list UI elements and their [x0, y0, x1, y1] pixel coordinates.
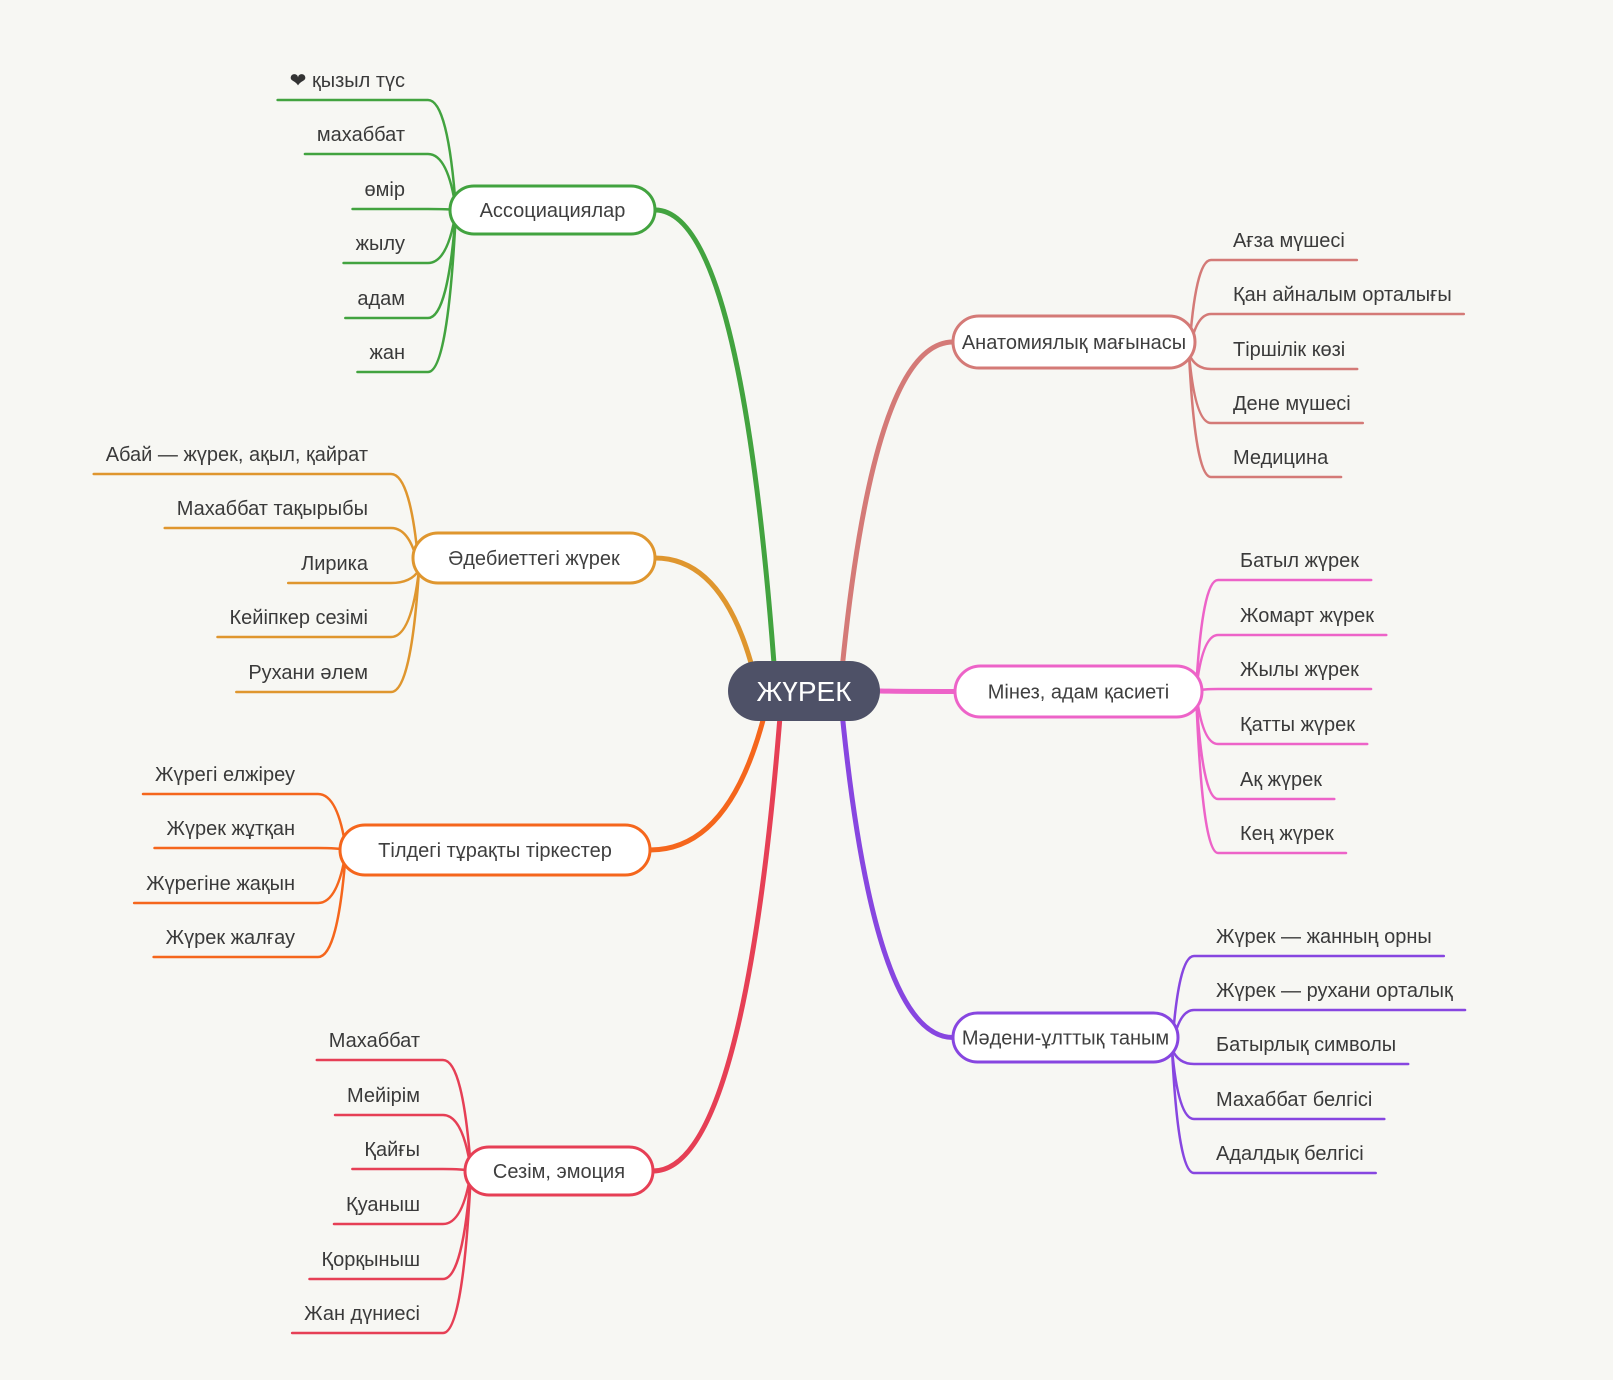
- leaf-link-tildegi-tirkester-3: [152, 848, 348, 959]
- leaf-adebiettegi-zhurek-1[interactable]: Махаббат тақырыбы: [177, 498, 368, 520]
- leaf-link-associacialar-5: [356, 208, 458, 374]
- node-label-associacialar: Ассоциациялар: [480, 200, 626, 222]
- root-label: ЖҮРЕК: [756, 676, 852, 707]
- leaf-minez-adam-qasieti-5[interactable]: Кең жүрек: [1240, 823, 1334, 845]
- node-label-sezim-emocia: Сезім, эмоция: [493, 1161, 625, 1183]
- leaf-anatomialyq-magynasy-1[interactable]: Қан айналым орталығы: [1233, 284, 1452, 306]
- leaf-sezim-emocia-4[interactable]: Қорқыныш: [322, 1249, 421, 1271]
- branch-link-adebiettegi-zhurek: [652, 555, 761, 694]
- leaf-adebiettegi-zhurek-0[interactable]: Абай — жүрек, ақыл, қайрат: [106, 444, 368, 466]
- branch-link-minez-adam-qasieti: [877, 688, 958, 694]
- leaf-associacialar-1[interactable]: махаббат: [317, 124, 405, 146]
- leaf-tildegi-tirkester-2[interactable]: Жүрегіне жақын: [146, 873, 295, 895]
- leaf-link-sezim-emocia-5: [290, 1169, 473, 1335]
- node-sezim-emocia[interactable]: [463, 1145, 655, 1197]
- leaf-adebiettegi-zhurek-3[interactable]: Кейіпкер сезімі: [230, 607, 369, 629]
- leaf-anatomialyq-magynasy-2[interactable]: Тіршілік көзі: [1233, 339, 1345, 361]
- node-anatomialyq-magynasy[interactable]: [951, 314, 1197, 370]
- leaf-tildegi-tirkester-1[interactable]: Жүрек жұтқан: [167, 818, 295, 840]
- leaf-link-adebiettegi-zhurek-4: [235, 568, 421, 694]
- leaf-minez-adam-qasieti-0[interactable]: Батыл жүрек: [1240, 550, 1359, 572]
- node-label-anatomialyq-magynasy: Анатомиялық мағынасы: [962, 332, 1186, 354]
- leaf-tildegi-tirkester-3[interactable]: Жүрек жалғау: [166, 927, 295, 949]
- leaf-sezim-emocia-0[interactable]: Махаббат: [329, 1030, 420, 1052]
- leaf-sezim-emocia-3[interactable]: Қуаныш: [346, 1194, 420, 1216]
- leaf-madeni-ulttyq-tanym-1[interactable]: Жүрек — рухани орталық: [1216, 980, 1453, 1002]
- leaf-associacialar-3[interactable]: жылу: [356, 233, 405, 255]
- node-associacialar[interactable]: [448, 184, 657, 236]
- leaf-link-associacialar-2: [351, 207, 458, 212]
- leaf-minez-adam-qasieti-4[interactable]: Ақ жүрек: [1240, 769, 1322, 791]
- leaf-adebiettegi-zhurek-4[interactable]: Рухани әлем: [248, 662, 368, 684]
- leaf-link-associacialar-0: [276, 98, 458, 212]
- leaf-sezim-emocia-2[interactable]: Қайғы: [364, 1139, 420, 1161]
- node-label-tildegi-tirkester: Тілдегі тұрақты тіркестер: [378, 840, 612, 862]
- leaf-adebiettegi-zhurek-2[interactable]: Лирика: [301, 553, 369, 575]
- leaf-anatomialyq-magynasy-0[interactable]: Ағза мүшесі: [1233, 230, 1345, 252]
- node-label-adebiettegi-zhurek: Әдебиеттегі жүрек: [448, 548, 620, 570]
- leaf-minez-adam-qasieti-3[interactable]: Қатты жүрек: [1240, 714, 1355, 736]
- leaf-tildegi-tirkester-0[interactable]: Жүрегі елжіреу: [155, 764, 295, 786]
- node-minez-adam-qasieti[interactable]: [953, 664, 1204, 719]
- branch-link-tildegi-tirkester: [647, 688, 773, 853]
- branch-link-associacialar: [652, 207, 779, 694]
- leaf-madeni-ulttyq-tanym-0[interactable]: Жүрек — жанның орны: [1216, 926, 1432, 948]
- node-adebiettegi-zhurek[interactable]: [411, 531, 657, 585]
- leaf-anatomialyq-magynasy-3[interactable]: Дене мүшесі: [1233, 393, 1351, 415]
- leaf-link-sezim-emocia-0: [315, 1058, 473, 1173]
- leaf-associacialar-5[interactable]: жан: [369, 342, 405, 364]
- leaf-associacialar-2[interactable]: өмір: [365, 179, 405, 201]
- leaf-sezim-emocia-1[interactable]: Мейірім: [347, 1085, 420, 1107]
- node-root[interactable]: [728, 661, 880, 721]
- leaf-link-minez-adam-qasieti-0: [1194, 578, 1373, 693]
- leaf-label-text: қызыл түс: [312, 70, 405, 92]
- links-layer: [647, 207, 958, 1174]
- branch-link-madeni-ulttyq-tanym: [837, 688, 956, 1040]
- leaf-minez-adam-qasieti-1[interactable]: Жомарт жүрек: [1240, 605, 1374, 627]
- leaf-madeni-ulttyq-tanym-4[interactable]: Адалдық белгісі: [1216, 1143, 1364, 1165]
- leaf-link-minez-adam-qasieti-5: [1194, 689, 1348, 855]
- leaf-sezim-emocia-5[interactable]: Жан дүниесі: [304, 1303, 420, 1325]
- branch-link-sezim-emocia: [650, 688, 785, 1174]
- node-tildegi-tirkester[interactable]: [338, 823, 652, 877]
- node-label-minez-adam-qasieti: Мінез, адам қасиеті: [988, 682, 1169, 704]
- leaf-link-anatomialyq-magynasy-4: [1187, 352, 1343, 479]
- node-madeni-ulttyq-tanym[interactable]: [951, 1011, 1180, 1064]
- node-label-madeni-ulttyq-tanym: Мәдени-ұлттық таным: [962, 1028, 1169, 1050]
- leaf-associacialar-0[interactable]: ❤ қызыл түс: [290, 70, 405, 92]
- leaf-madeni-ulttyq-tanym-3[interactable]: Махаббат белгісі: [1216, 1089, 1372, 1111]
- branch-link-anatomialyq-magynasy: [837, 339, 956, 694]
- leaf-anatomialyq-magynasy-4[interactable]: Медицина: [1233, 447, 1329, 469]
- leaf-minez-adam-qasieti-2[interactable]: Жылы жүрек: [1240, 659, 1359, 681]
- heart-icon: ❤: [290, 70, 312, 92]
- leaf-madeni-ulttyq-tanym-2[interactable]: Батырлық символы: [1216, 1034, 1396, 1056]
- leaf-link-madeni-ulttyq-tanym-4: [1170, 1047, 1377, 1175]
- leaf-associacialar-4[interactable]: адам: [357, 288, 405, 310]
